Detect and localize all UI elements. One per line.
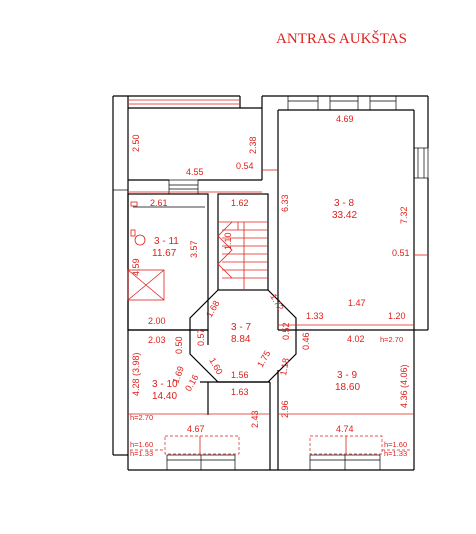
svg-text:4.67: 4.67 — [187, 424, 205, 434]
svg-text:h=2.70: h=2.70 — [380, 335, 403, 344]
svg-text:4.28 (3.98): 4.28 (3.98) — [131, 352, 141, 396]
plan-title: ANTRAS AUKŠTAS — [276, 30, 407, 47]
svg-text:4.36 (4.06): 4.36 (4.06) — [399, 364, 409, 408]
svg-text:2.50: 2.50 — [131, 134, 141, 152]
svg-text:1.63: 1.63 — [231, 387, 249, 397]
svg-text:h=1.60: h=1.60 — [384, 440, 407, 449]
svg-text:1.75: 1.75 — [255, 349, 272, 369]
svg-text:1.20: 1.20 — [388, 311, 406, 321]
svg-text:4.74: 4.74 — [336, 424, 354, 434]
svg-text:3 - 8: 3 - 8 — [334, 198, 354, 209]
svg-text:0.51: 0.51 — [392, 248, 410, 258]
room-label-3-7: 3 - 7 8.84 — [231, 322, 251, 345]
bottom-windows — [164, 435, 383, 471]
svg-text:1.33: 1.33 — [306, 311, 324, 321]
dimension-lines — [128, 169, 428, 451]
svg-text:0.52: 0.52 — [281, 322, 291, 340]
staircase — [217, 221, 268, 290]
room-3-11-fixtures — [127, 201, 165, 301]
svg-text:0.54: 0.54 — [236, 161, 254, 171]
svg-text:1.10: 1.10 — [223, 232, 233, 250]
room-label-3-9: 3 - 9 18.60 — [335, 370, 360, 393]
svg-text:4.59: 4.59 — [131, 258, 141, 276]
svg-text:7.32: 7.32 — [399, 206, 409, 224]
svg-text:1.56: 1.56 — [231, 370, 249, 380]
svg-text:4.69: 4.69 — [336, 114, 354, 124]
svg-text:4.55: 4.55 — [186, 167, 204, 177]
svg-text:2.03: 2.03 — [148, 335, 166, 345]
outer-walls — [112, 95, 429, 471]
svg-text:2.96: 2.96 — [280, 400, 290, 418]
room-label-3-11: 3 - 11 11.67 — [152, 236, 179, 259]
svg-text:8.84: 8.84 — [231, 334, 251, 345]
svg-text:1.72: 1.72 — [268, 292, 285, 312]
room-label-3-10: 3 - 10 14.40 — [152, 379, 178, 402]
svg-text:h=2.70: h=2.70 — [130, 413, 153, 422]
svg-text:33.42: 33.42 — [332, 210, 357, 221]
svg-text:3 - 10: 3 - 10 — [152, 379, 178, 390]
svg-text:2.61: 2.61 — [150, 198, 168, 208]
interior-walls — [127, 193, 414, 470]
svg-text:2.38: 2.38 — [248, 136, 258, 154]
svg-text:11.67: 11.67 — [152, 248, 177, 259]
room-label-3-8: 3 - 8 33.42 — [332, 198, 357, 221]
svg-text:2.43: 2.43 — [250, 410, 260, 428]
svg-text:1.62: 1.62 — [231, 198, 249, 208]
svg-text:0.16: 0.16 — [183, 373, 200, 393]
svg-text:6.33: 6.33 — [280, 194, 290, 212]
svg-text:0.46: 0.46 — [301, 332, 311, 350]
svg-text:1.69: 1.69 — [170, 365, 185, 385]
svg-text:0.50: 0.50 — [174, 336, 184, 354]
svg-text:3 - 9: 3 - 9 — [337, 370, 357, 381]
svg-text:h=1.60: h=1.60 — [130, 440, 153, 449]
svg-text:4.02: 4.02 — [347, 334, 365, 344]
svg-text:1.47: 1.47 — [348, 298, 366, 308]
svg-text:1.18: 1.18 — [278, 357, 291, 376]
svg-text:3 - 7: 3 - 7 — [231, 322, 251, 333]
svg-text:2.00: 2.00 — [148, 316, 166, 326]
svg-text:14.40: 14.40 — [152, 391, 177, 402]
svg-text:18.60: 18.60 — [335, 382, 360, 393]
svg-text:h=1.33: h=1.33 — [130, 449, 153, 458]
svg-text:3.57: 3.57 — [189, 240, 199, 258]
svg-text:0.57: 0.57 — [196, 328, 206, 346]
svg-text:h=1.33: h=1.33 — [384, 449, 407, 458]
svg-text:3 - 11: 3 - 11 — [154, 236, 179, 247]
